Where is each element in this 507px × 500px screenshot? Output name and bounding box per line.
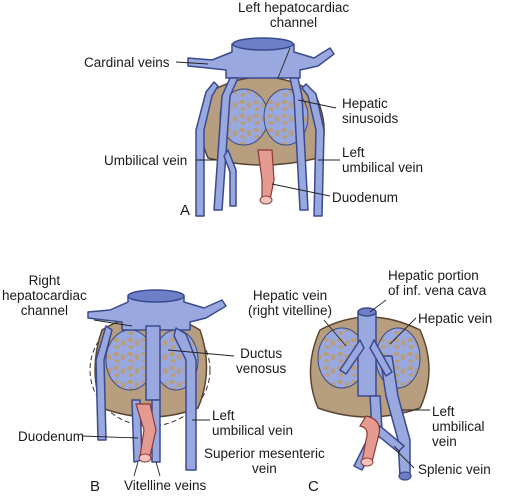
duodenum-a-lumen <box>259 195 273 205</box>
label-superior-mesenteric-vein: Superior mesenteric vein <box>204 446 325 476</box>
duodenum-a <box>257 149 275 201</box>
label-hepatic-sinusoids: Hepatic sinusoids <box>342 96 399 126</box>
panel-letter-b: B <box>90 478 101 495</box>
label-left-umbilical-vein-b: Left umbilical vein <box>212 408 294 438</box>
panel-c <box>309 299 430 481</box>
label-vitelline-veins: Vitelline veins <box>124 478 207 493</box>
right-umbilical-remnant-b <box>95 325 113 441</box>
label-hepatic-vein-right-vitelline: Hepatic vein (right vitelline) <box>248 288 333 318</box>
ductus-venosus-b <box>145 325 161 401</box>
duodenum-c <box>359 415 381 463</box>
cardinal-veins-a <box>187 43 335 79</box>
umbilical-vein-a-left <box>301 83 325 217</box>
label-duodenum-a: Duodenum <box>332 190 399 205</box>
duodenum-b-lumen <box>138 453 152 463</box>
label-ductus-venosus: Ductus venosus <box>236 346 287 376</box>
panel-b <box>81 289 235 477</box>
umbilical-vein-a-right <box>195 81 219 217</box>
label-left-umbilical-vein-a: Left umbilical vein <box>342 145 424 175</box>
label-right-hepatocardiac-channel: Right hepatocardiac channel <box>2 273 87 318</box>
panel-a <box>175 37 340 217</box>
left-umbilical-b <box>173 327 197 471</box>
duodenum-c-lumen <box>360 457 374 467</box>
label-hepatic-vein: Hepatic vein <box>418 311 493 326</box>
vitelline-plexus-a <box>223 149 237 207</box>
label-duodenum-b: Duodenum <box>18 429 85 444</box>
left-vitelline-a <box>289 77 309 211</box>
umbilical-opening-c <box>398 471 412 481</box>
label-umbilical-vein: Umbilical vein <box>104 153 188 168</box>
panel-letter-c: C <box>308 478 319 495</box>
ivc-opening-c <box>357 307 377 317</box>
ivc-opening-a <box>232 37 294 51</box>
ivc-opening-b <box>127 289 185 303</box>
hepatic-veins-c <box>339 339 393 377</box>
label-left-umbilical-vein-c: Left umbilical vein <box>432 404 485 449</box>
label-splenic-vein: Splenic vein <box>418 462 491 477</box>
cardinal-veins-b <box>87 295 227 331</box>
label-left-hepatocardiac-channel: Left hepatocardiac channel <box>238 0 350 30</box>
panel-letter-a: A <box>180 202 191 219</box>
label-hepatic-portion-ivc: Hepatic portion of inf. vena cava <box>388 268 487 298</box>
label-cardinal-veins: Cardinal veins <box>84 55 170 70</box>
right-vitelline-a <box>213 77 239 211</box>
